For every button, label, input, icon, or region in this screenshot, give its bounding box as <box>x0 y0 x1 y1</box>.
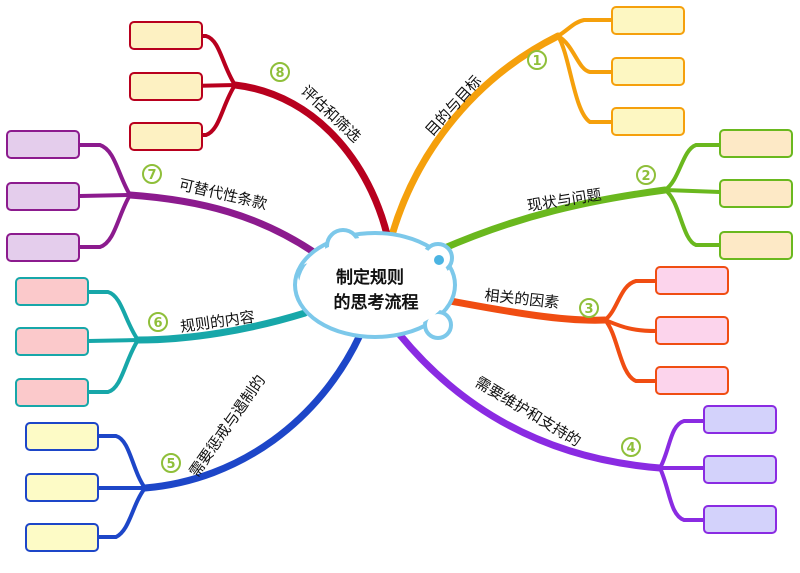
center-cloud: 制定规则 的思考流程 <box>293 228 457 340</box>
branch-8-number: 8 <box>275 66 284 81</box>
branch-2-leaf-1 <box>719 129 793 158</box>
branch-7-leaf-connectors <box>78 143 132 249</box>
branch-5-main-line <box>141 331 364 492</box>
branch-2-number: 2 <box>641 169 650 184</box>
branch-4-number: 4 <box>626 441 635 456</box>
branch-4-leaf-2 <box>703 455 777 484</box>
center-title-line-1: 制定规则 <box>336 267 404 288</box>
branch-1-label: 目的与目标 <box>422 72 486 140</box>
branch-8-main-line <box>231 81 394 252</box>
branch-6-leaf-connectors <box>86 290 140 394</box>
branch-1-number-badge <box>527 50 547 70</box>
branch-4-leaf-3 <box>703 505 777 534</box>
branch-7-number: 7 <box>147 168 156 183</box>
branch-7-leaf-2 <box>6 182 80 211</box>
branch-8-leaf-2 <box>129 72 203 101</box>
branch-5-number-badge <box>161 453 181 473</box>
branch-3-leaf-3 <box>655 366 729 395</box>
branch-7: 可替代性条款 7 <box>6 130 322 262</box>
branch-5-leaf-connectors <box>96 434 147 539</box>
branch-1-leaf-1 <box>611 6 685 35</box>
branch-1-leaf-3 <box>611 107 685 136</box>
branch-1-leaf-connectors <box>556 18 614 124</box>
branch-4: 需要维护和支持的 4 <box>396 331 777 534</box>
branch-3-number: 3 <box>584 302 593 317</box>
branch-5-leaf-3 <box>25 523 99 552</box>
branch-2-leaf-connectors <box>663 143 722 247</box>
branch-3-leaf-2 <box>655 316 729 345</box>
branch-8-leaf-1 <box>129 21 203 50</box>
branch-4-leaf-1 <box>703 405 777 434</box>
branch-6-leaf-3 <box>15 378 89 407</box>
branch-6-number-badge <box>148 312 168 332</box>
branch-3-leaf-1 <box>655 266 729 295</box>
branch-6-leaf-1 <box>15 277 89 306</box>
branch-4-main-line <box>396 331 664 472</box>
branch-6-number: 6 <box>153 316 162 331</box>
branch-8: 评估和筛选 8 <box>129 21 394 252</box>
branch-5-leaf-1 <box>25 422 99 451</box>
center-title-line-2: 的思考流程 <box>334 292 419 313</box>
branch-2: 现状与问题 2 <box>436 129 793 260</box>
branch-7-leaf-3 <box>6 233 80 262</box>
branch-6-main-line <box>134 309 309 344</box>
branch-8-leaf-3 <box>129 122 203 151</box>
branch-3-leaf-connectors <box>603 279 658 383</box>
branch-1-main-line <box>384 32 562 254</box>
branch-5: 需要惩戒与遏制的 5 <box>25 331 364 552</box>
branch-7-main-line <box>126 191 322 259</box>
branch-2-leaf-2 <box>719 179 793 208</box>
branch-7-leaf-1 <box>6 130 80 159</box>
branch-2-main-line <box>436 186 669 254</box>
branch-3: 相关的因素 3 <box>441 266 729 395</box>
branch-1-leaf-2 <box>611 57 685 86</box>
branch-3-number-badge <box>579 298 599 318</box>
branch-6-leaf-2 <box>15 327 89 356</box>
branch-5-number: 5 <box>166 457 175 472</box>
branch-2-leaf-3 <box>719 231 793 260</box>
branch-7-number-badge <box>142 164 162 184</box>
branch-1-number: 1 <box>532 54 541 69</box>
branch-4-leaf-connectors <box>658 419 706 522</box>
branch-5-leaf-2 <box>25 473 99 502</box>
branch-8-number-badge <box>270 62 290 82</box>
branch-3-main-line <box>441 296 609 324</box>
branch-4-number-badge <box>621 437 641 457</box>
branch-2-number-badge <box>636 165 656 185</box>
